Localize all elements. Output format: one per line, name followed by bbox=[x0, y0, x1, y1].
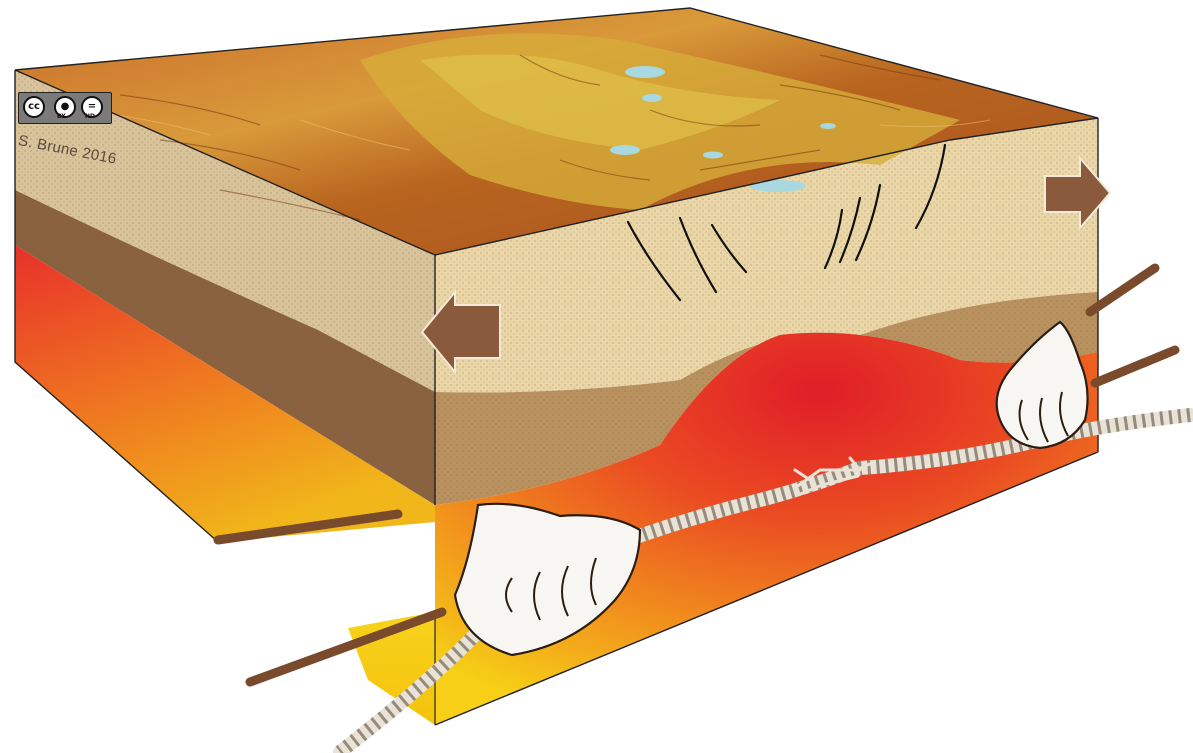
nd-label: ND bbox=[85, 113, 95, 120]
lake bbox=[750, 180, 806, 192]
lake bbox=[625, 66, 665, 78]
lake bbox=[703, 152, 723, 159]
cc-license-bar: cc ● = BY ND bbox=[18, 92, 112, 124]
lake bbox=[610, 145, 640, 155]
cc-icon: cc bbox=[23, 96, 45, 118]
by-label: BY bbox=[57, 113, 66, 120]
lake bbox=[820, 123, 836, 129]
lake bbox=[642, 94, 662, 102]
